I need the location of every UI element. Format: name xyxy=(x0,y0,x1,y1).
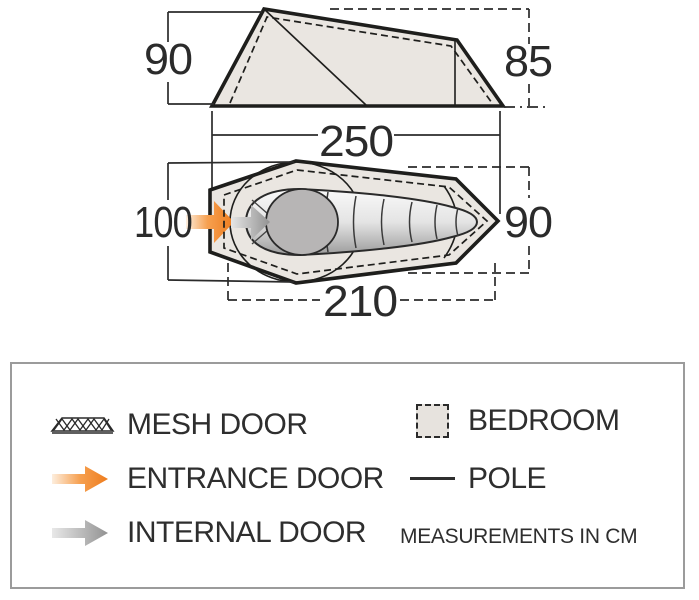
internal-door-arrow xyxy=(231,205,270,240)
measurements-note: MEASUREMENTS IN CM xyxy=(400,525,638,548)
dim-label-height-rear: 85 xyxy=(504,37,552,86)
pod-hood xyxy=(265,188,339,256)
mesh-door-marks xyxy=(251,199,269,245)
dim-label-height-front: 90 xyxy=(144,35,192,84)
internal-door-label: INTERNAL DOOR xyxy=(127,516,367,549)
bedroom-label: BEDROOM xyxy=(468,404,620,437)
dim-label-width-rear: 90 xyxy=(504,198,552,247)
dim-width-front xyxy=(167,161,295,283)
bedroom-icon xyxy=(416,404,449,438)
dim-height-rear xyxy=(330,8,545,108)
side-view-bedroom-dashed xyxy=(229,16,493,104)
dim-height-front xyxy=(167,11,262,105)
dim-label-inner-length: 210 xyxy=(323,277,397,326)
dim-length xyxy=(211,111,501,214)
side-view-front-pole xyxy=(263,8,367,106)
pole-label: POLE xyxy=(468,462,547,495)
dim-label-width-front: 100 xyxy=(134,198,192,247)
pole-icon xyxy=(410,477,455,480)
side-view: 90 85 250 xyxy=(144,7,553,214)
dim-inner-length xyxy=(227,263,496,301)
plan-view: 90 100 210 xyxy=(134,159,553,326)
entrance-door-arrow xyxy=(186,201,234,243)
mesh-door-icon xyxy=(50,417,115,434)
entrance-door-icon xyxy=(52,466,108,492)
tent-dimension-diagram: 90 85 250 xyxy=(134,7,553,326)
dim-label-length: 250 xyxy=(319,117,393,166)
plan-view-bedroom-dashed xyxy=(223,169,489,275)
internal-door-icon xyxy=(52,520,108,546)
legend-box: MESH DOOR ENTRANCE DOOR INT xyxy=(10,362,685,589)
entrance-door-label: ENTRANCE DOOR xyxy=(127,462,384,495)
mesh-door-label: MESH DOOR xyxy=(127,408,308,441)
side-view-flysheet-outline xyxy=(208,7,507,108)
bedroom-extent-dashed xyxy=(408,166,530,274)
